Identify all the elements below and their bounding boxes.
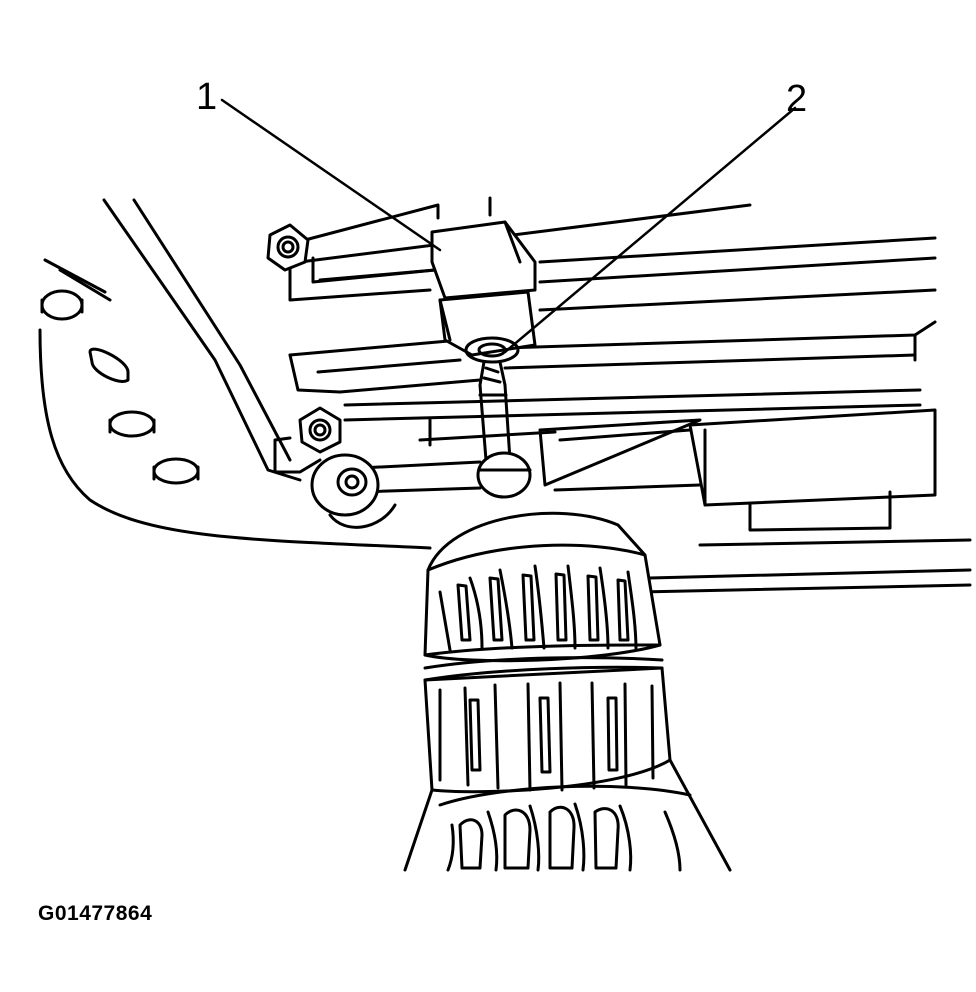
callout-label-2: 2 bbox=[786, 78, 808, 120]
panel-hole bbox=[152, 457, 200, 485]
leader-line-1 bbox=[220, 98, 442, 252]
figure-code: G01477864 bbox=[38, 902, 153, 925]
nut-upper bbox=[266, 223, 310, 272]
drill-chuck bbox=[423, 511, 664, 670]
panel-hole bbox=[40, 289, 84, 321]
drill-bit bbox=[476, 360, 532, 499]
drill-body bbox=[403, 758, 732, 872]
nut-lower bbox=[298, 406, 342, 454]
leader-lines bbox=[220, 98, 797, 354]
seat-track-rails bbox=[288, 196, 972, 594]
pivot-eye bbox=[273, 436, 380, 517]
slider-bracket bbox=[328, 408, 937, 532]
drill-collar bbox=[423, 665, 672, 794]
panel-slot bbox=[88, 347, 130, 383]
underbody-panel bbox=[38, 198, 432, 550]
fasteners bbox=[266, 223, 380, 517]
socket bbox=[430, 220, 537, 364]
callout-label-1: 1 bbox=[196, 76, 218, 118]
panel-hole bbox=[108, 410, 156, 438]
leader-line-2 bbox=[503, 106, 797, 354]
